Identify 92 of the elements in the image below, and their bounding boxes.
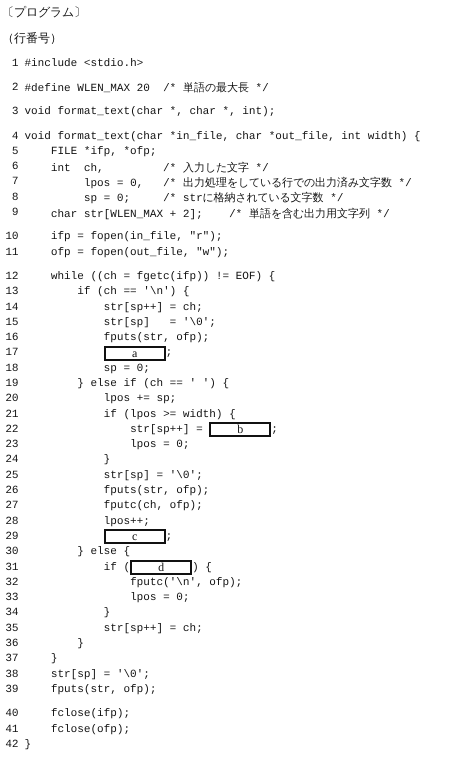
line-number: 14 [4, 302, 19, 314]
code-text: str[sp] = '\0'; [104, 470, 203, 482]
code-text: str[sp++] = [130, 424, 203, 436]
code-text: if (lpos >= width) { [104, 408, 236, 421]
code-text: str[sp++] = ch; [104, 302, 203, 314]
line-number: 19 [4, 378, 19, 390]
code-text: } [104, 454, 110, 466]
code-text: fputs(str, ofp); [104, 485, 210, 498]
code-text: ofp = fopen(out_file, "w"); [50, 246, 230, 259]
code-text: lpos++; [104, 516, 150, 528]
line-number: 39 [4, 684, 19, 696]
code-text: fputs(str, ofp); [104, 332, 210, 344]
line-number: 4 [10, 130, 19, 143]
line-number: 17 [4, 347, 19, 360]
line-number: 16 [4, 332, 19, 344]
line-number: 3 [10, 106, 19, 118]
code-text: ; [271, 424, 278, 436]
line-number: 15 [4, 316, 19, 329]
code-text: } [77, 638, 84, 650]
program-heading: 〔プログラム〕 [2, 4, 86, 21]
code-text: ) { [192, 562, 212, 574]
code-text: lpos = 0, /* 出力処理をしている行での出力済み文字数 */ [84, 176, 412, 190]
line-number: 1 [10, 58, 19, 70]
code-text: lpos += sp; [104, 393, 176, 406]
code-text: fputc(ch, ofp); [104, 500, 203, 512]
code-text: if ( [104, 562, 130, 574]
code-text: void format_text(char *, char *, int); [24, 106, 276, 118]
line-number: 23 [4, 439, 19, 452]
line-number: 5 [10, 146, 19, 158]
line-number: 31 [4, 562, 19, 574]
code-text: lpos = 0; [130, 592, 190, 604]
blank-box: c [104, 529, 166, 544]
line-number: 37 [4, 653, 19, 666]
code-text: if (ch == '\n') { [77, 286, 190, 298]
code-text: fputc('\n', ofp); [130, 576, 242, 589]
code-text: void format_text(char *in_file, char *out_file, int width) { [24, 130, 421, 143]
code-text: sp = 0; /* strに格納されている文字数 */ [84, 190, 344, 206]
line-number: 2 [10, 82, 19, 94]
code-text: fclose(ifp); [50, 708, 130, 720]
line-number: 20 [4, 393, 19, 406]
line-number: 22 [4, 424, 19, 436]
line-number: 8 [10, 192, 19, 204]
code-text: ifp = fopen(in_file, "r"); [50, 231, 222, 244]
code-text: str[sp++] = ch; [104, 622, 203, 635]
code-text: lpos = 0; [130, 439, 190, 452]
line-number: 10 [4, 231, 19, 244]
code-text: #define WLEN_MAX 20 /* 単語の最大長 */ [24, 81, 269, 96]
line-number: 34 [4, 607, 19, 620]
code-text: char str[WLEN_MAX + 2]; /* 単語を含む出力用文字列 */ [50, 206, 390, 221]
line-number: 24 [4, 454, 19, 466]
line-number: 9 [10, 207, 19, 220]
blank-box: d [130, 560, 192, 576]
line-number: 38 [4, 668, 19, 681]
line-number: 33 [4, 592, 19, 604]
code-text: int ch, /* 入力した文字 */ [50, 160, 269, 175]
line-number: 27 [4, 500, 19, 512]
code-text: ; [166, 530, 172, 543]
line-number: 25 [4, 470, 19, 482]
line-number: 12 [4, 270, 19, 283]
code-text: } else { [77, 546, 130, 558]
code-text: fputs(str, ofp); [50, 684, 156, 696]
code-text: fclose(ofp); [50, 724, 130, 736]
column-heading: （行番号） [2, 30, 62, 47]
code-text: } [104, 607, 110, 620]
code-text: #include <stdio.h> [24, 58, 144, 70]
code-text: while ((ch = fgetc(ifp)) != EOF) { [50, 270, 276, 283]
line-number: 11 [4, 246, 19, 259]
code-text: FILE *ifp, *ofp; [50, 146, 156, 158]
code-text: str[sp] = '\0'; [104, 316, 216, 329]
line-number: 40 [4, 708, 19, 720]
line-number: 21 [4, 408, 19, 421]
line-number: 42 [4, 738, 19, 751]
line-number: 7 [10, 176, 19, 188]
code-text: sp = 0; [104, 362, 150, 375]
line-number: 26 [4, 485, 19, 498]
line-number: 18 [4, 362, 19, 375]
line-number: 6 [10, 161, 19, 174]
line-number: 41 [4, 724, 19, 736]
line-number: 32 [4, 576, 19, 589]
code-text: } [24, 738, 32, 751]
line-number: 13 [4, 286, 19, 298]
line-number: 35 [4, 622, 19, 635]
line-number: 30 [4, 546, 19, 558]
line-number: 28 [4, 516, 19, 528]
blank-box: a [104, 346, 166, 361]
blank-box: b [209, 422, 272, 438]
line-number: 29 [4, 530, 19, 543]
code-text: str[sp] = '\0'; [50, 668, 150, 681]
code-text: } [50, 653, 58, 666]
line-number: 36 [4, 638, 19, 650]
code-text: ; [166, 347, 172, 360]
code-text: } else if (ch == ' ') { [77, 378, 230, 390]
